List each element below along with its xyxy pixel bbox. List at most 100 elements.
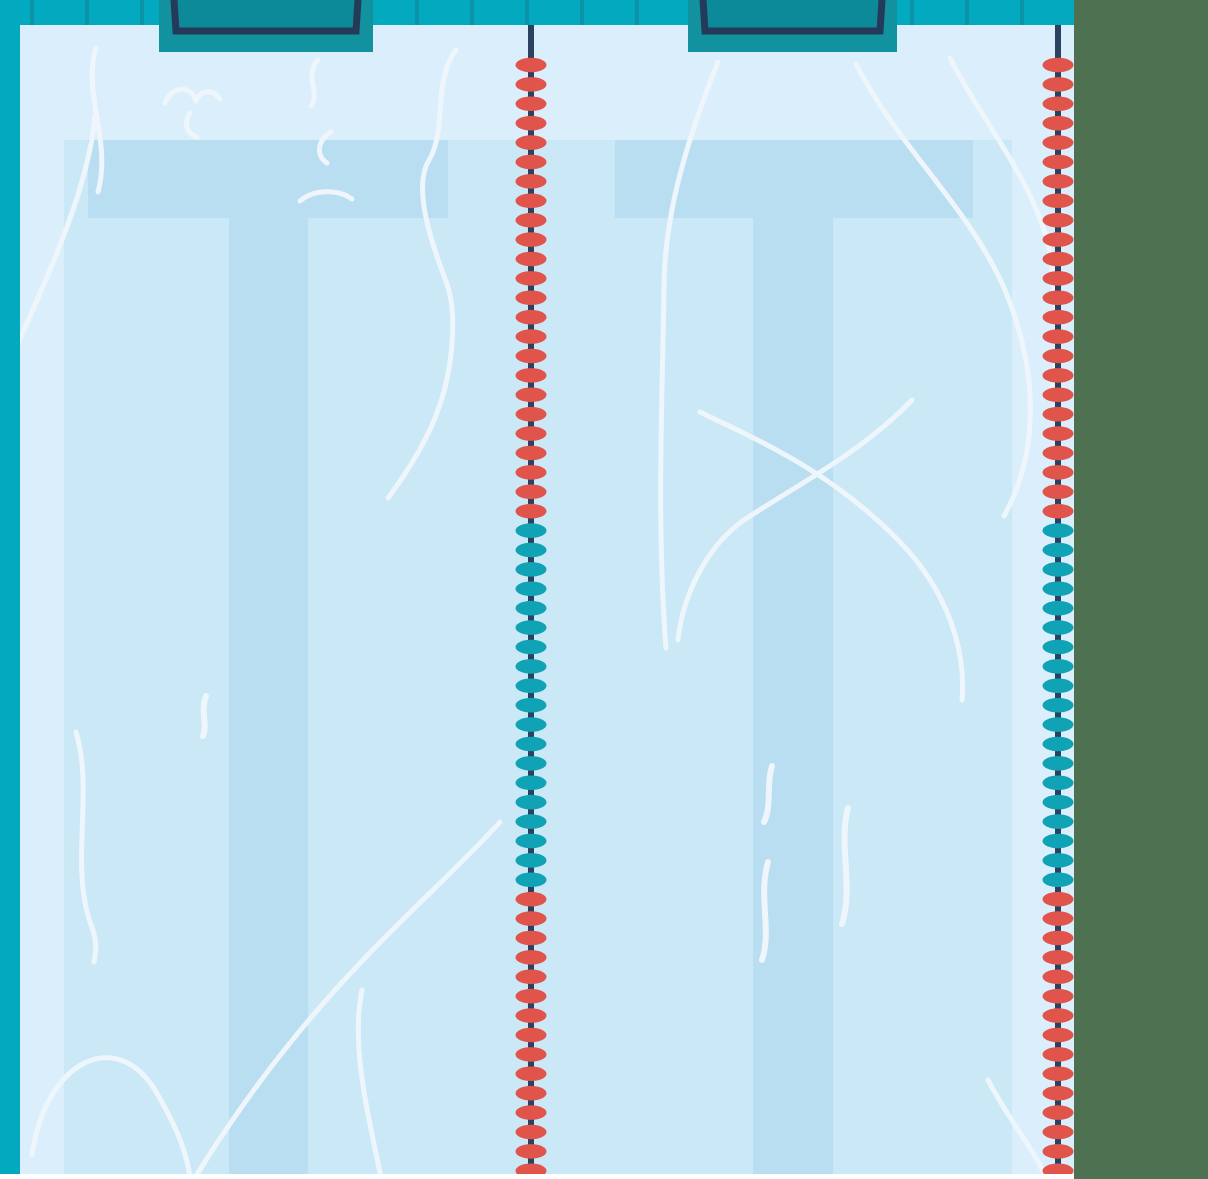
lane-rope-bead: [1042, 988, 1074, 1004]
lane-rope-bead: [1042, 135, 1074, 150]
lane-rope-bead: [515, 911, 547, 926]
deck-tick: [635, 0, 639, 25]
lane-rope-bead: [1042, 717, 1074, 732]
lane-rope-bead: [515, 950, 547, 965]
lane-rope-bead: [515, 503, 547, 519]
ripple-line: [73, 729, 99, 965]
lane-t-column: [753, 218, 833, 1174]
lane-rope-bead: [515, 756, 547, 771]
ripple-line: [29, 1055, 193, 1179]
lane-rope-bead: [1042, 465, 1074, 480]
lane-rope-bead: [1042, 115, 1074, 131]
lane-rope-bead: [515, 406, 547, 422]
lane-rope-bead: [515, 581, 547, 597]
ripple-line: [385, 47, 459, 501]
lane-rope-bead: [1042, 969, 1074, 985]
ripple-sliver: [839, 805, 851, 927]
lane-rope-bead: [515, 1105, 547, 1120]
lane-rope-bead: [515, 232, 547, 247]
grass-edge: [1074, 0, 1208, 1179]
lane-rope-bead: [1042, 445, 1074, 461]
lane-rope-bead: [1042, 1085, 1074, 1101]
lane-rope-bead: [1042, 290, 1074, 306]
lane-rope-bead: [515, 271, 547, 286]
lane-rope-bead: [515, 1047, 547, 1062]
lane-rope-bead: [515, 736, 547, 752]
lane-rope-bead: [515, 620, 547, 635]
lane-rope-bead: [515, 930, 547, 946]
deck-left-strip: [0, 0, 20, 1174]
deck-tick: [525, 0, 529, 25]
lane-rope-bead: [1042, 503, 1074, 519]
lane-rope-bead: [515, 659, 547, 674]
lane-rope-bead: [1042, 523, 1074, 538]
ripple-line: [317, 129, 334, 166]
lane-rope-bead: [515, 212, 547, 228]
lane-rope-bead: [1042, 697, 1074, 713]
lane-rope-bead: [515, 251, 547, 267]
lane-rope-bead: [515, 174, 547, 189]
ripple-line: [13, 113, 98, 351]
ripple-line: [985, 1077, 1049, 1179]
ripple-line: [297, 189, 355, 204]
lane-rope-bead: [1042, 96, 1074, 112]
lane-rope-bead: [1042, 57, 1074, 73]
lane-t-bar: [88, 140, 448, 218]
lane-rope-bead: [515, 445, 547, 461]
lane-rope-bead: [515, 1124, 547, 1140]
lane-rope-bead: [1042, 542, 1074, 558]
starting-block-outline: [699, 0, 886, 35]
deck-tick: [965, 0, 969, 25]
lane-t-bar: [615, 140, 973, 218]
lane-rope-bead: [1042, 639, 1074, 655]
lane-rope-bead: [515, 1008, 547, 1023]
lane-rope-bead: [515, 814, 547, 829]
lane-rope-bead: [515, 426, 547, 441]
ripple-sliver: [759, 859, 771, 963]
lane-rope-bead: [515, 523, 547, 538]
lane-rope-bead: [1042, 251, 1074, 267]
lane-rope-bead: [1042, 930, 1074, 946]
lane-rope-bead: [515, 135, 547, 150]
lane-rope-bead: [515, 1027, 547, 1043]
ripple-line: [355, 987, 384, 1179]
starting-block: [159, 0, 373, 52]
lane-rope-bead: [1042, 154, 1074, 170]
lane-rope-bead: [515, 562, 547, 577]
lane-rope-bead: [515, 1144, 547, 1159]
lane-rope-bead: [1042, 426, 1074, 441]
lane-rope-bead: [515, 465, 547, 480]
lane-rope-bead: [1042, 678, 1074, 694]
lane-rope-bead: [515, 678, 547, 694]
starting-block: [688, 0, 897, 52]
lane-rope-bead: [1042, 1066, 1074, 1082]
lane-rope-bead: [515, 872, 547, 888]
lane-ropes: [515, 10, 1074, 1179]
lane-rope-bead: [515, 387, 547, 403]
ripple-line: [184, 110, 200, 140]
starting-block-platform: [174, 0, 358, 31]
lane-rope-bead: [1042, 232, 1074, 247]
lane-rope-bead: [1042, 1124, 1074, 1140]
ripple-line: [308, 57, 321, 109]
lane-rope-bead: [515, 193, 547, 209]
lane-rope-bead: [1042, 814, 1074, 829]
deck-tick: [85, 0, 89, 25]
lane-rope-bead: [515, 891, 547, 907]
lane-rope-bead: [515, 290, 547, 306]
lane-rope-bead: [1042, 872, 1074, 888]
lane-rope-bead: [515, 368, 547, 383]
lane-rope-bead: [1042, 853, 1074, 868]
lane-rope-bead: [1042, 775, 1074, 791]
lane-rope-bead: [515, 329, 547, 344]
lane-rope-bead: [1042, 736, 1074, 752]
lane-rope-bead: [1042, 174, 1074, 189]
bottom-margin: [0, 1174, 1074, 1179]
lane-rope-bead: [1042, 271, 1074, 286]
lane-rope-bead: [1042, 911, 1074, 926]
ripple-line: [658, 59, 721, 651]
lane-rope-bead: [1042, 833, 1074, 849]
lane-rope-bead: [515, 115, 547, 131]
